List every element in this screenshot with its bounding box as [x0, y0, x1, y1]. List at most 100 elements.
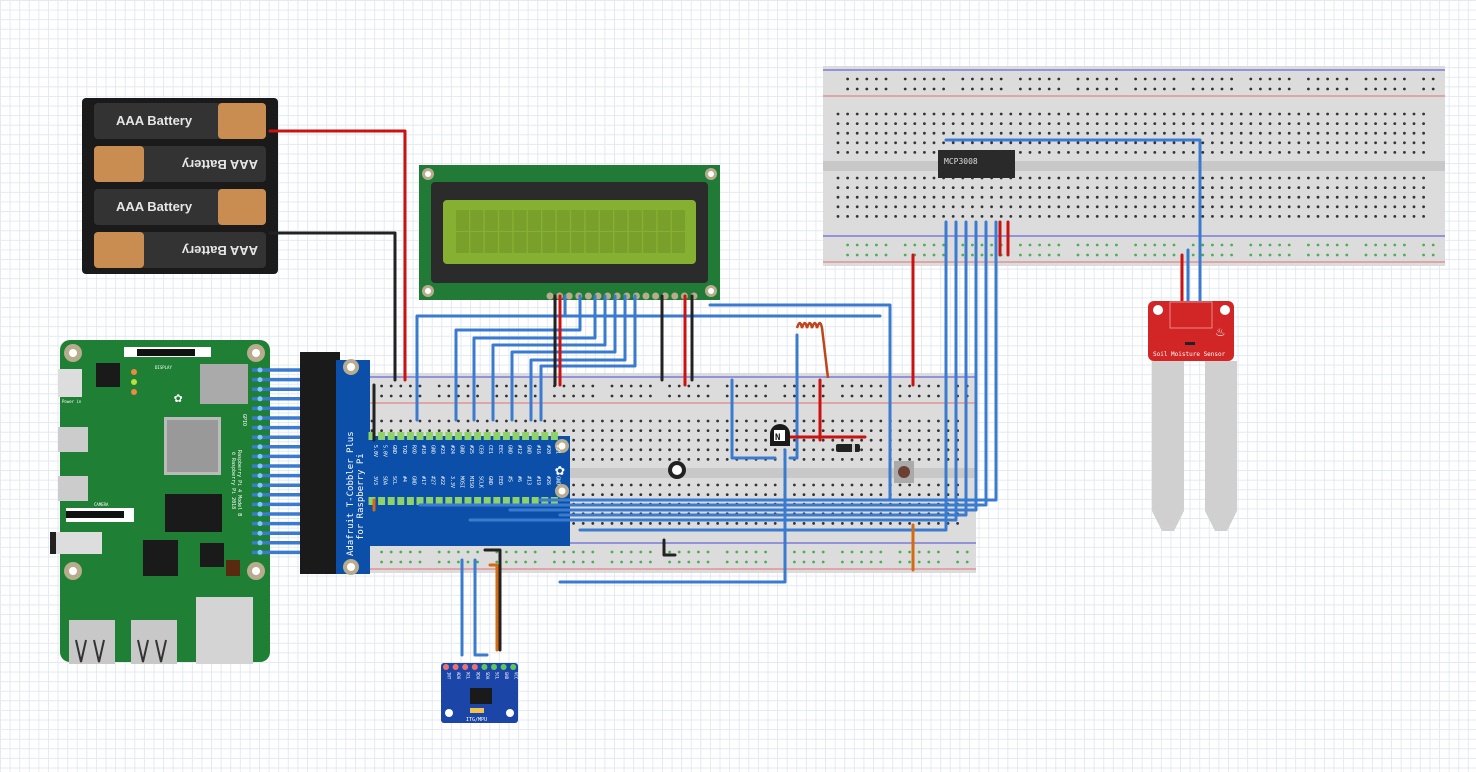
cobbler-pin: [368, 432, 376, 440]
lcd-cell: [556, 232, 570, 253]
lcd-cell: [628, 232, 642, 253]
cobbler-title: Adafruit T-Cobbler Plus: [346, 431, 356, 556]
cobbler-pin: [368, 497, 376, 505]
imu-pin-label: SDA: [485, 672, 490, 680]
breadboard-top[interactable]: [823, 66, 1445, 266]
cobbler-pin: [416, 432, 424, 440]
potentiometer[interactable]: [668, 461, 686, 479]
wire: [268, 231, 397, 382]
battery-label: AAA Battery: [181, 243, 258, 258]
lcd-character-grid: [456, 210, 685, 253]
lcd-pin: [584, 292, 592, 300]
cobbler-pin: [406, 432, 414, 440]
cobbler-pin-label: #20: [545, 445, 551, 454]
micro-hdmi-1: [58, 476, 88, 501]
lcd-cell: [484, 232, 498, 253]
cobbler-pin: [522, 497, 530, 505]
raspberry-logo-icon: ✿: [174, 390, 183, 406]
soil-moisture-sensor[interactable]: ♨ Soil Moisture Sensor: [1148, 301, 1237, 531]
cobbler-pin: [522, 432, 530, 440]
wire: [473, 558, 489, 657]
imu-pin: [471, 664, 478, 670]
lcd-cell: [643, 210, 657, 231]
battery-cell: AAA Battery: [94, 146, 266, 182]
imu-pin: [452, 664, 459, 670]
ethernet-port: [196, 597, 253, 664]
cobbler-pin: [397, 432, 405, 440]
cobbler-pin-label: #6: [516, 476, 522, 482]
cobbler-pin: [416, 497, 424, 505]
cobbler-pin-label: GND: [458, 445, 464, 454]
imu-label: ITG/MPU: [466, 717, 487, 723]
lcd-cell: [672, 232, 685, 253]
cobbler-pin: [483, 497, 491, 505]
wire: [558, 220, 968, 517]
cobbler-pin-label: #24: [449, 445, 455, 454]
lcd-cell: [571, 210, 585, 231]
cobbler-pin-label: #25: [468, 445, 474, 454]
cobbler-pin-label: GND: [430, 445, 436, 454]
lcd-pin: [652, 292, 660, 300]
battery-cell: AAA Battery: [94, 189, 266, 225]
cobbler-pin-label: TXD: [401, 445, 407, 454]
imu-pin-label: VCC: [514, 672, 519, 680]
lcd-cell: [528, 232, 541, 253]
display-label: DISPLAY: [155, 365, 172, 370]
cobbler-pin: [464, 497, 472, 505]
raspberry-pi-board[interactable]: ✿ Raspberry Pi 4 Model B © Raspberry Pi …: [50, 340, 328, 664]
lcd-pin: [671, 292, 679, 300]
cobbler-pin-label: RXD: [410, 445, 416, 454]
lcd-display[interactable]: [419, 165, 720, 300]
wire: [538, 220, 998, 502]
chip-label: MCP3008: [944, 157, 978, 166]
cobbler-pin: [493, 432, 501, 440]
audio-jack: [50, 532, 102, 554]
cobbler-pin-label: #18: [420, 445, 426, 454]
wire: [268, 129, 407, 382]
lcd-cell: [499, 232, 513, 253]
cobbler-pin-label: #5: [506, 476, 512, 482]
cobbler-pin: [512, 497, 520, 505]
lcd-cell: [643, 232, 657, 253]
cobbler-pin: [387, 432, 395, 440]
wire: [488, 563, 499, 652]
lcd-cell: [657, 232, 671, 253]
wire: [483, 548, 502, 652]
imu-pin: [443, 664, 449, 670]
lcd-cell: [600, 210, 613, 231]
imu-pin: [510, 664, 517, 670]
cobbler-pin-label: GND: [554, 476, 560, 485]
lcd-cell: [585, 232, 599, 253]
battery-cell: AAA Battery: [94, 103, 266, 139]
cobbler-pin: [378, 497, 386, 505]
wire: [454, 294, 582, 422]
gpio-label: GPIO: [241, 414, 247, 426]
cobbler-pin-label: #16: [535, 445, 541, 454]
cobbler-pin-label: #22: [439, 476, 445, 485]
pi-model-label: Raspberry Pi 4 Model B: [236, 450, 242, 516]
cobbler-pin: [445, 432, 453, 440]
lcd-cell: [600, 232, 613, 253]
cobbler-pin-label: SCL: [391, 476, 397, 485]
wire: [662, 538, 677, 557]
battery-cell: AAA Battery: [94, 232, 266, 268]
wire: [708, 303, 892, 502]
cobbler-pin: [531, 497, 539, 505]
lcd-cell: [614, 232, 628, 253]
imu-pin-label: AD0: [456, 672, 461, 680]
npn-transistor[interactable]: N: [770, 424, 790, 446]
mcp3008-chip[interactable]: MCP3008: [938, 150, 1015, 178]
imu-pin-label: SCL: [495, 672, 500, 680]
push-button[interactable]: [894, 461, 914, 483]
diode[interactable]: [836, 444, 860, 452]
power-label: Power in: [62, 399, 82, 404]
wire: [418, 220, 988, 507]
imu-pin-label: GND: [504, 672, 509, 680]
cobbler-pin: [512, 432, 520, 440]
inductor-coil[interactable]: [795, 321, 830, 379]
wire: [730, 378, 777, 460]
imu-pin-label: INT: [447, 672, 452, 680]
wire: [491, 294, 607, 422]
